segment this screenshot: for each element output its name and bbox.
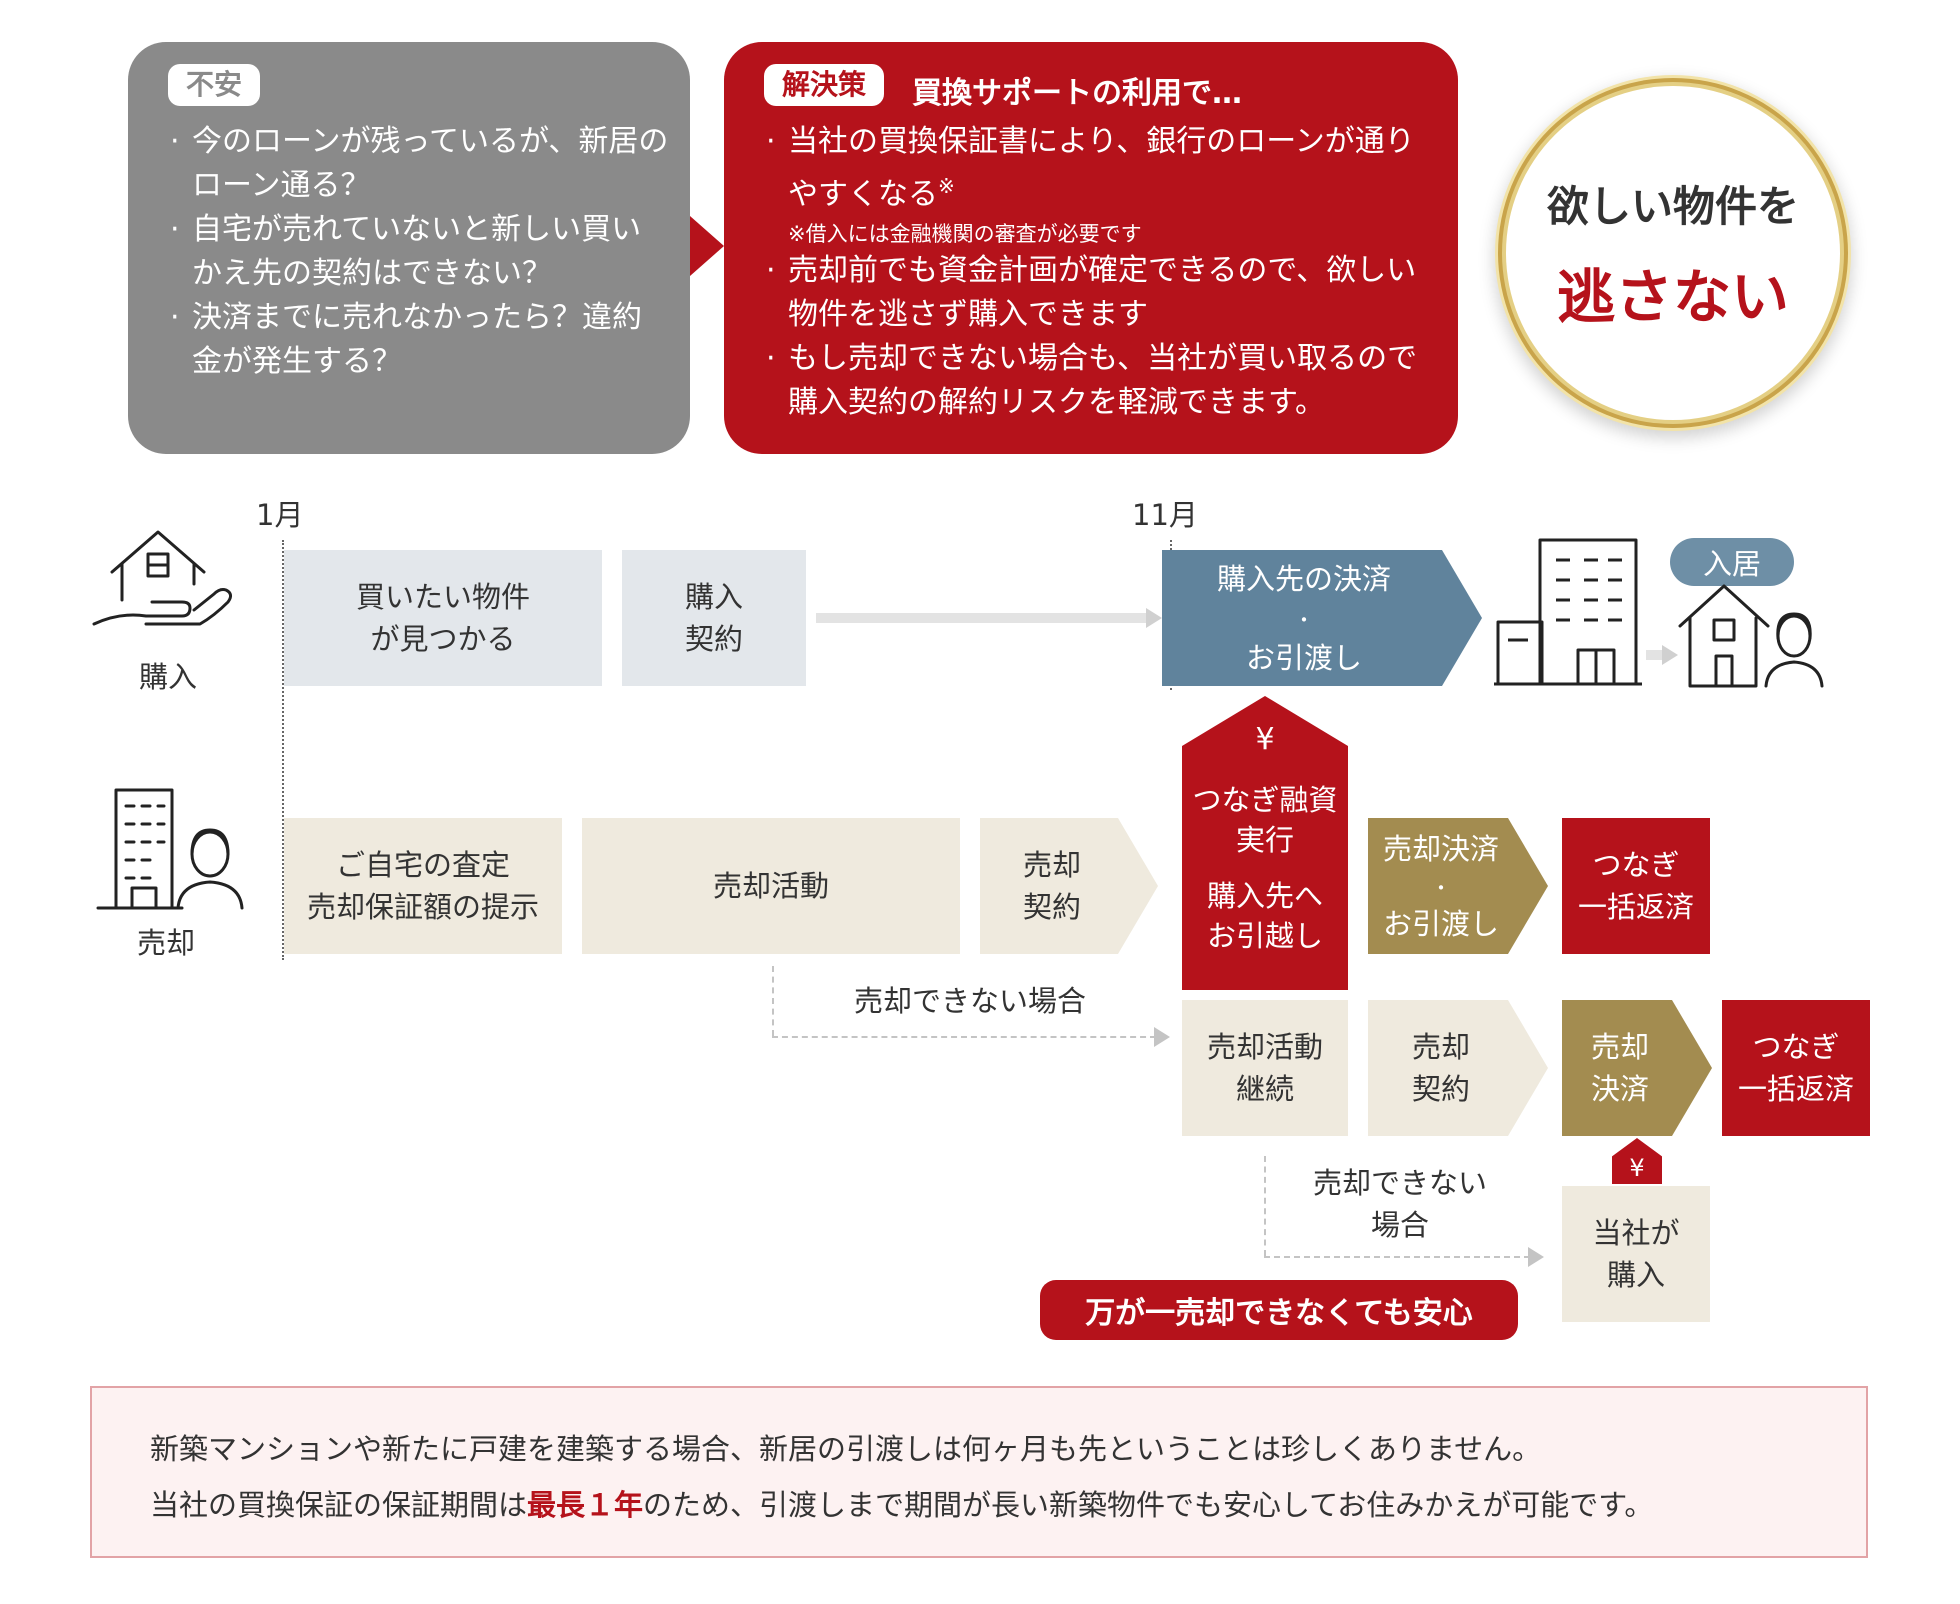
step-text: 継続 bbox=[1235, 1072, 1294, 1106]
step-text: お引越し bbox=[1206, 919, 1323, 953]
building-person-icon bbox=[96, 788, 244, 910]
step-text: 売却保証額の提示 bbox=[306, 890, 539, 924]
apartment-building-icon bbox=[1494, 538, 1642, 686]
step-bridge-repay-2: つなぎ一括返済 bbox=[1722, 1000, 1870, 1136]
dashed-connector bbox=[1264, 1256, 1530, 1258]
fallback2-label-text: 場合 bbox=[1370, 1208, 1429, 1242]
step-text: つなぎ bbox=[1752, 1030, 1840, 1064]
arrow-right-icon bbox=[690, 216, 724, 276]
dot-separator: ・ bbox=[1430, 875, 1451, 900]
step-text: 契約 bbox=[1411, 1072, 1470, 1106]
step-text: 契約 bbox=[1022, 890, 1081, 924]
concern-item: 今のローンが残っているが、新居のローン通る？ bbox=[168, 120, 670, 208]
timeline-start-line bbox=[282, 540, 284, 960]
footer-line2: 当社の買換保証の保証期間は最長１年のため、引渡しまで期間が長い新築物件でも安心し… bbox=[150, 1482, 1653, 1524]
step-text: お引渡し bbox=[1245, 640, 1362, 675]
footer-note: 新築マンションや新たに戸建を建築する場合、新居の引渡しは何ヶ月も先ということは珍… bbox=[90, 1386, 1868, 1558]
step-text: 実行 bbox=[1235, 823, 1294, 857]
step-company-purchase: 当社が購入 bbox=[1562, 1186, 1710, 1322]
step-text: 一括返済 bbox=[1737, 1072, 1854, 1106]
step-bridge-repay: つなぎ一括返済 bbox=[1562, 818, 1710, 954]
badge-circle: 欲しい物件を 逃さない bbox=[1506, 86, 1840, 420]
arrow-right-icon bbox=[1662, 645, 1678, 665]
footnote-mark: ※ bbox=[938, 174, 955, 198]
footer-line1: 新築マンションや新たに戸建を建築する場合、新居の引渡しは何ヶ月も先ということは珍… bbox=[150, 1432, 1542, 1466]
step-text: ご自宅の査定 bbox=[335, 848, 510, 882]
solution-panel: 解決策 買換サポートの利用で… 当社の買換保証書により、銀行のローンが通りやすく… bbox=[724, 42, 1458, 454]
step-text: お引渡し bbox=[1382, 906, 1499, 941]
footer-line2-post: のため、引渡しまで期間が長い新築物件でも安心してお住みかえが可能です。 bbox=[643, 1488, 1654, 1522]
step-text: つなぎ bbox=[1592, 848, 1680, 882]
step-text: 売却決済 bbox=[1382, 831, 1499, 866]
step-text: 契約 bbox=[684, 622, 743, 656]
dot-separator: ・ bbox=[1293, 607, 1314, 632]
step-text: 購入 bbox=[684, 580, 743, 614]
solution-list: 当社の買換保証書により、銀行のローンが通りやすくなる※ ※借入には金融機関の審査… bbox=[764, 120, 1438, 425]
concern-panel: 不安 今のローンが残っているが、新居のローン通る？ 自宅が売れていないと新しい買… bbox=[128, 42, 690, 454]
step-text: 買いたい物件 bbox=[355, 580, 530, 614]
step-sale-contract-2: 売却契約 bbox=[1368, 1000, 1548, 1136]
step-sale-settlement-2: 売却決済 bbox=[1562, 1000, 1712, 1136]
step-appraisal: ご自宅の査定売却保証額の提示 bbox=[284, 818, 562, 954]
step-text: 売却活動 bbox=[712, 869, 829, 903]
reassurance-badge: 万が一売却できなくても安心 bbox=[1040, 1280, 1518, 1340]
step-text: 売却活動 bbox=[1206, 1030, 1323, 1064]
concern-tag: 不安 bbox=[168, 64, 261, 106]
fallback-label: 売却できない場合 bbox=[853, 984, 1086, 1018]
move-in-badge: 入居 bbox=[1670, 538, 1794, 586]
fallback2-label: 売却できない 場合 bbox=[1290, 1162, 1510, 1246]
month-start-label: 1月 bbox=[256, 498, 304, 532]
step-sale-activity: 売却活動 bbox=[582, 818, 960, 954]
step-purchase-settlement: 購入先の決済 ・ お引渡し bbox=[1162, 550, 1482, 686]
fallback2-label-text: 売却できない bbox=[1312, 1166, 1487, 1200]
house-hand-icon bbox=[92, 530, 233, 626]
concern-list: 今のローンが残っているが、新居のローン通る？ 自宅が売れていないと新しい買いかえ… bbox=[168, 120, 670, 384]
step-text: 一括返済 bbox=[1577, 890, 1694, 924]
step-text: 売却 bbox=[1022, 848, 1081, 882]
step-text: 当社が bbox=[1592, 1216, 1680, 1250]
house-person-icon bbox=[1678, 584, 1824, 688]
solution-item: 当社の買換保証書により、銀行のローンが通りやすくなる※ ※借入には金融機関の審査… bbox=[764, 120, 1438, 249]
step-bridge-loan: ¥ つなぎ融資 実行 購入先へ お引越し bbox=[1182, 696, 1348, 990]
step-sale-settlement: 売却決済 ・ お引渡し bbox=[1368, 818, 1548, 954]
arrow-right-icon bbox=[1528, 1247, 1544, 1267]
arrow-right-icon bbox=[1146, 608, 1162, 628]
badge-line1: 欲しい物件を bbox=[1546, 181, 1799, 231]
step-text: 購入先の決済 bbox=[1216, 561, 1391, 596]
row-purchase-label: 購入 bbox=[138, 660, 197, 694]
solution-item: 売却前でも資金計画が確定できるので、欲しい物件を逃さず購入できます bbox=[764, 249, 1438, 337]
concern-item: 決済までに売れなかったら？違約金が発生する？ bbox=[168, 296, 670, 384]
month-mid-label: 11月 bbox=[1132, 498, 1198, 532]
dashed-connector bbox=[772, 966, 774, 1036]
row-sale-label: 売却 bbox=[136, 926, 195, 960]
step-text: 決済 bbox=[1590, 1072, 1649, 1106]
step-text: 購入先へ bbox=[1206, 879, 1323, 913]
step-text: が見つかる bbox=[370, 622, 516, 656]
dashed-connector bbox=[1264, 1156, 1266, 1256]
solution-footnote: ※借入には金融機関の審査が必要です bbox=[788, 222, 1142, 246]
solution-item-text: 当社の買換保証書により、銀行のローンが通りやすくなる bbox=[788, 124, 1415, 212]
step-purchase-contract: 購入契約 bbox=[622, 550, 806, 686]
step-find-property: 買いたい物件が見つかる bbox=[284, 550, 602, 686]
step-text: 売却 bbox=[1590, 1030, 1649, 1064]
step-sale-contract: 売却契約 bbox=[980, 818, 1158, 954]
arrow-right-icon bbox=[1154, 1027, 1170, 1047]
step-text: 売却 bbox=[1411, 1030, 1470, 1064]
solution-item: もし売却できない場合も、当社が買い取るので購入契約の解約リスクを軽減できます。 bbox=[764, 337, 1438, 425]
solution-heading: 買換サポートの利用で… bbox=[912, 76, 1242, 111]
yen-icon: ¥ bbox=[1255, 722, 1275, 757]
concern-item: 自宅が売れていないと新しい買いかえ先の契約はできない？ bbox=[168, 208, 670, 296]
dashed-connector bbox=[772, 1036, 1156, 1038]
timeline-connector bbox=[816, 613, 1146, 623]
step-text: 購入 bbox=[1606, 1258, 1665, 1292]
solution-tag: 解決策 bbox=[764, 64, 885, 106]
footer-highlight: 最長１年 bbox=[527, 1488, 644, 1522]
step-continue-activity: 売却活動継続 bbox=[1182, 1000, 1348, 1136]
step-text: つなぎ融資 bbox=[1192, 783, 1338, 817]
yen-up-arrow-icon: ¥ bbox=[1612, 1138, 1662, 1184]
timeline-connector bbox=[1646, 650, 1664, 660]
badge-line2: 逃さない bbox=[1556, 262, 1789, 331]
footer-line2-pre: 当社の買換保証の保証期間は bbox=[150, 1488, 528, 1522]
